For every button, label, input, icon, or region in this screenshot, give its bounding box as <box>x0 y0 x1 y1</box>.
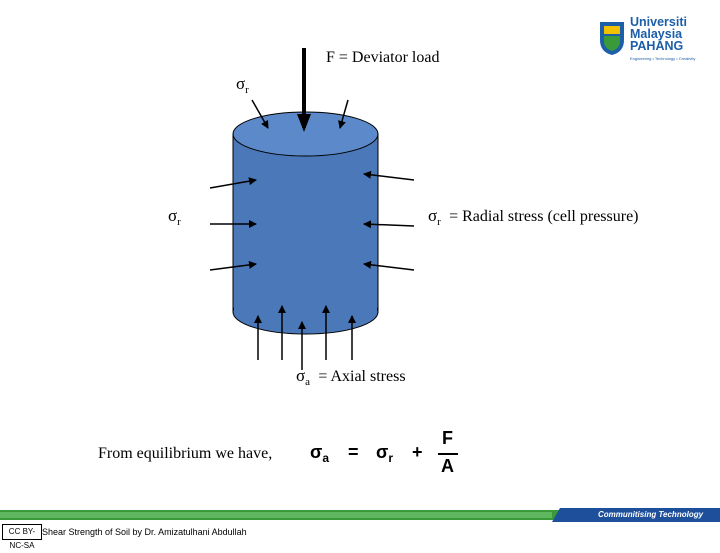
university-logo: Universiti Malaysia PAHANG Engineering •… <box>598 16 706 68</box>
right-arrow-1 <box>363 170 415 181</box>
formula-denominator: A <box>441 456 454 476</box>
formula-fraction-bar <box>438 453 458 455</box>
formula-rhs: σr <box>376 442 393 465</box>
top-arrow-left <box>251 99 269 129</box>
radial-stress-text: = Radial stress (cell pressure) <box>449 208 639 225</box>
deviator-load-label: F = Deviator load <box>326 49 440 66</box>
footer-tagline: Communitising Technology <box>598 510 704 519</box>
license-badge: CC BY-NC-SA <box>2 524 42 550</box>
slide: F = Deviator load σr σr σr = Radial stre… <box>0 16 720 550</box>
sigma-symbol: σ <box>236 74 246 93</box>
sigma-symbol: σ <box>428 206 438 225</box>
triaxial-diagram <box>209 48 415 370</box>
formula-lhs: σa <box>310 442 330 465</box>
sigma-subscript: r <box>177 216 181 228</box>
sigma-symbol: σ <box>168 206 178 225</box>
sigma-subscript: a <box>305 376 311 388</box>
formula-lhs-sub: a <box>322 451 330 465</box>
right-arrow-2 <box>363 220 415 229</box>
axial-stress-text: = Axial stress <box>318 368 406 385</box>
sigma-subscript: r <box>245 84 249 96</box>
sigma-symbol: σ <box>296 366 306 385</box>
equilibrium-formula: σa = σr + F A <box>306 428 466 478</box>
left-arrow-1 <box>209 177 257 189</box>
left-arrow-3 <box>209 260 257 271</box>
axial-stress-label: σa = Axial stress <box>296 366 406 388</box>
right-arrow-3 <box>363 260 415 271</box>
sigma-r-left-label: σr <box>168 206 181 228</box>
radial-stress-label: σr = Radial stress (cell pressure) <box>428 206 639 228</box>
top-arrow-right <box>338 99 349 129</box>
formula-numerator: F <box>442 428 453 448</box>
formula-equals: = <box>348 442 359 462</box>
equilibrium-intro: From equilibrium we have, <box>98 445 273 462</box>
formula-rhs-sub: r <box>388 451 393 465</box>
footer-bar <box>0 508 720 522</box>
formula-plus: + <box>412 442 423 462</box>
footer-credit: Shear Strength of Soil by Dr. Amizatulha… <box>42 527 247 537</box>
sigma-subscript: r <box>437 216 441 228</box>
sigma-r-top-label: σr <box>236 74 249 96</box>
logo-line-3: PAHANG <box>630 39 684 53</box>
logo-tagline: Engineering • Technology • Creativity <box>630 56 696 61</box>
logo-line-1: Universiti <box>630 15 687 29</box>
logo-wordmark: Universiti Malaysia PAHANG <box>630 15 687 53</box>
logo-line-2: Malaysia <box>630 27 683 41</box>
deviator-load-arrowhead <box>297 114 311 132</box>
shield-icon <box>600 22 624 55</box>
